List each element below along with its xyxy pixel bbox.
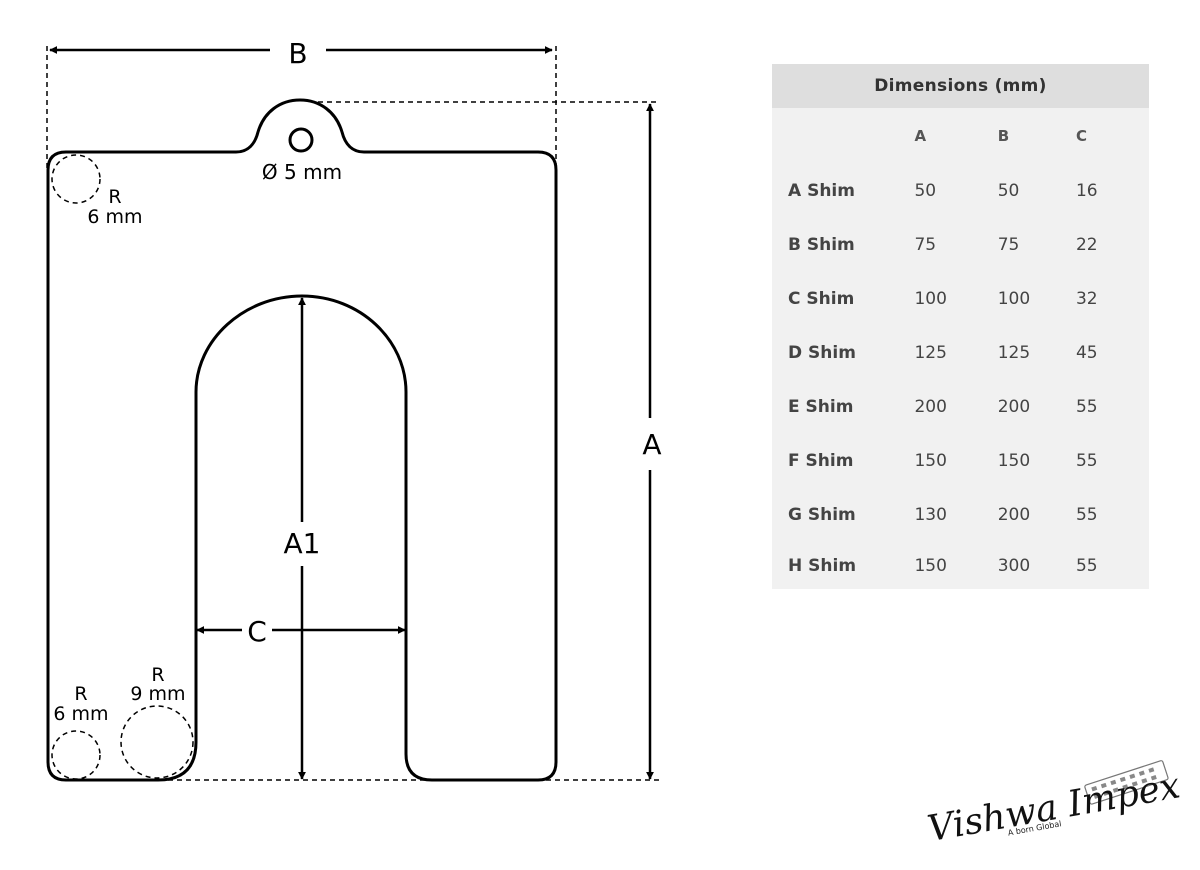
film-strip-icon [1084,760,1169,805]
cell-a: 75 [914,235,937,255]
cell-c: 55 [1075,555,1098,576]
column-header-a: A [914,127,927,145]
row-name: A Shim [788,181,855,201]
table-column-header-row: A B C [772,108,1149,164]
bottom-corner-value-label: 6 mm [53,703,108,725]
column-header-b: B [997,127,1010,145]
cell-b: 200 [997,397,1031,417]
row-name: F Shim [788,451,854,471]
table-row: F Shim 150 150 55 [772,434,1149,488]
cell-c: 55 [1075,505,1098,525]
cell-c: 55 [1075,451,1098,471]
cell-a: 200 [914,397,947,417]
row-name: B Shim [788,235,855,255]
top-corner-radius-circle [51,154,101,204]
slot-corner-radius-circle [120,705,194,779]
a1-label: A1 [284,527,321,560]
top-corner-value-label: 6 mm [87,206,142,228]
cell-b: 75 [997,235,1020,255]
slot-corner-value-label: 9 mm [130,683,185,705]
table-row: E Shim 200 200 55 [772,380,1149,434]
hanging-hole [288,127,314,153]
vishwa-impex-logo: Vishwa Impex A born Global [925,760,1180,844]
dimensions-table: Dimensions (mm) A B C A Shim 50 50 16 B … [772,64,1149,589]
slot-corner-r-label: R [151,664,164,686]
cell-a: 130 [914,505,947,525]
cell-c: 55 [1075,397,1098,417]
table-row: B Shim 75 75 22 [772,218,1149,272]
hole-diameter-label: Ø 5 mm [262,160,342,184]
row-name: C Shim [788,289,855,309]
logo-wordmark: Vishwa Impex [925,765,1180,844]
cell-c: 45 [1075,343,1098,363]
cell-a: 100 [914,289,947,309]
shim-outline [46,98,558,782]
row-name: H Shim [788,555,857,576]
table-row: C Shim 100 100 32 [772,272,1149,326]
column-header-c: C [1075,127,1087,145]
cell-b: 50 [997,181,1020,201]
row-name: E Shim [788,397,854,417]
table-row: D Shim 125 125 45 [772,326,1149,380]
c-label: C [247,615,267,648]
cell-b: 150 [997,451,1031,471]
cell-a: 125 [914,343,947,363]
cell-c: 16 [1075,181,1098,201]
row-name: G Shim [788,505,856,525]
cell-a: 150 [914,555,947,576]
bottom-corner-radius-circle [51,730,101,780]
b-label: B [288,37,307,70]
cell-a: 150 [914,451,947,471]
table-row: G Shim 130 200 55 [772,488,1149,542]
cell-b: 300 [997,555,1031,576]
a-label: A [642,428,661,461]
cell-a: 50 [914,181,937,201]
top-corner-r-label: R [108,186,121,208]
table-title: Dimensions (mm) [772,64,1149,108]
bottom-corner-r-label: R [74,683,87,705]
table-row: A Shim 50 50 16 [772,164,1149,218]
cell-b: 100 [997,289,1031,309]
row-name: D Shim [788,343,856,363]
cell-b: 200 [997,505,1031,525]
cell-c: 32 [1075,289,1098,309]
table-row: H Shim 150 300 55 [772,542,1149,589]
cell-c: 22 [1075,235,1098,255]
cell-b: 125 [997,343,1031,363]
shim-drawing: B A A1 C Ø 5 mm R 6 mm R 6 mm R 9 mm [46,37,662,782]
